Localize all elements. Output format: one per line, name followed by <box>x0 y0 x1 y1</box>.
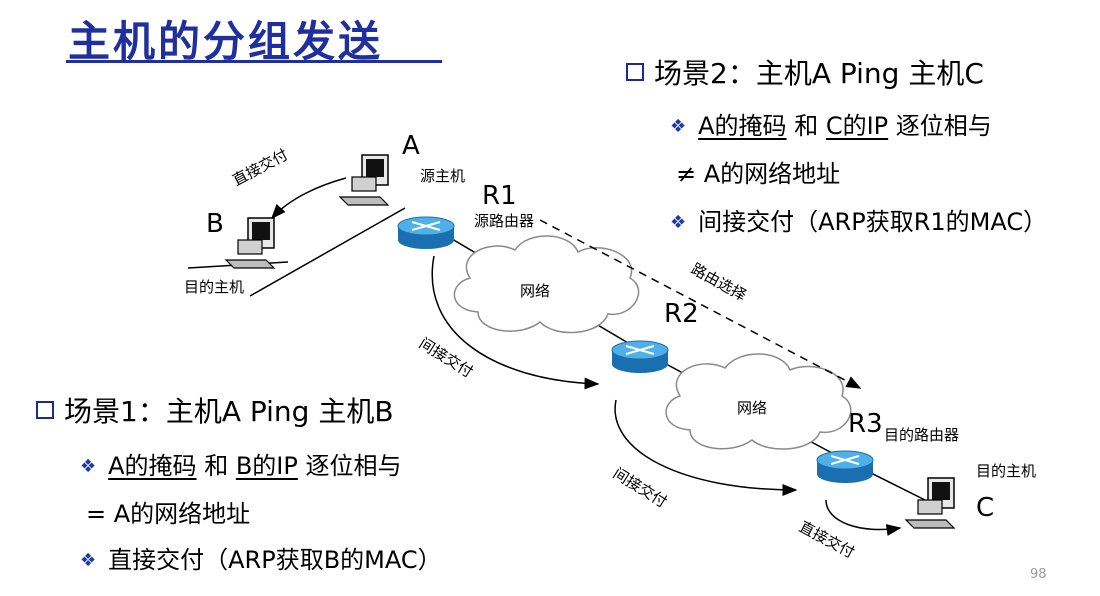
scene2-heading: 场景2：主机A Ping 主机C <box>626 52 984 92</box>
router-r1-icon <box>397 216 455 250</box>
indirect-delivery-arrow-2 <box>614 399 798 496</box>
router-r3-label: R3 <box>848 409 883 439</box>
indirect-delivery-arrow-1 <box>431 255 600 390</box>
host-a-computer-icon <box>339 154 389 206</box>
diamond-bullet-icon: ❖ <box>670 116 687 137</box>
router-r2-icon <box>611 340 669 374</box>
diamond-bullet-icon: ❖ <box>80 456 97 477</box>
cloud-1-label: 网络 <box>520 282 550 300</box>
router-r3-desc: 目的路由器 <box>884 426 959 444</box>
lan-line <box>249 207 406 297</box>
indirect-delivery-label-2: 间接交付 <box>610 464 670 511</box>
host-c-computer-icon <box>905 477 955 529</box>
direct-delivery-arrow-1 <box>270 177 347 220</box>
host-b-computer-icon <box>225 217 275 269</box>
page-number: 98 <box>1030 567 1047 582</box>
diamond-bullet-icon: ❖ <box>670 212 687 233</box>
scene1-line3: ❖直接交付（ARP获取B的MAC） <box>80 546 442 574</box>
scene1-heading: 场景1：主机A Ping 主机B <box>36 390 394 430</box>
host-c-desc: 目的主机 <box>976 462 1036 480</box>
host-b-label: B <box>206 209 224 239</box>
scene1-line1: ❖A的掩码 和 B的IP 逐位相与 <box>80 452 402 480</box>
host-a-desc: 源主机 <box>420 167 465 185</box>
cloud-2-label: 网络 <box>737 399 767 417</box>
router-r1-desc: 源路由器 <box>474 212 534 230</box>
diamond-bullet-icon: ❖ <box>80 550 97 571</box>
cloud-2 <box>665 353 852 450</box>
router-r3-icon <box>816 450 874 484</box>
indirect-delivery-label-1: 间接交付 <box>416 334 476 381</box>
routing-label: 路由选择 <box>688 260 749 305</box>
host-a-label: A <box>402 131 420 161</box>
scene2-line3: ❖间接交付（ARP获取R1的MAC） <box>670 208 1048 236</box>
direct-delivery-arrow-2 <box>825 499 902 536</box>
host-b-desc: 目的主机 <box>184 278 244 296</box>
cloud-1 <box>453 235 640 334</box>
router-r1-label: R1 <box>482 181 517 211</box>
scene2-line2: ≠ A的网络地址 <box>676 160 841 188</box>
routing-path <box>539 219 862 389</box>
direct-delivery-label-1: 直接交付 <box>229 145 290 189</box>
router-r2-label: R2 <box>664 299 699 329</box>
scene1-line2: = A的网络地址 <box>86 500 251 528</box>
scene2-line1: ❖A的掩码 和 C的IP 逐位相与 <box>670 112 992 140</box>
slide-title: 主机的分组发送 <box>68 17 384 66</box>
host-c-label: C <box>976 493 994 523</box>
square-bullet-icon <box>36 401 54 419</box>
square-bullet-icon <box>626 63 644 81</box>
title-underline <box>66 60 442 63</box>
